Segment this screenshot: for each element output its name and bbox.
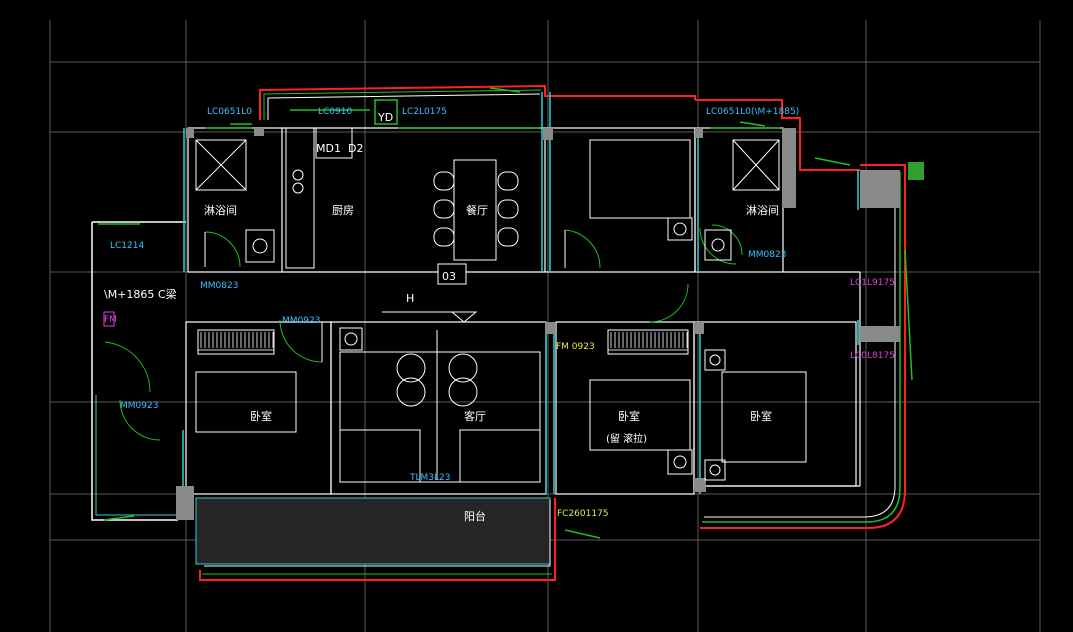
balcony-slab <box>195 497 551 565</box>
room-balcony: 阳台 <box>464 509 486 523</box>
furniture <box>195 127 807 483</box>
tag-yd: YD <box>377 111 393 124</box>
label-lc-entry: LC1214 <box>110 241 144 251</box>
doors <box>104 224 743 441</box>
room-bedroom-right: 卧室 <box>750 409 772 423</box>
label-lc-kitchen: LC0910 <box>318 107 352 117</box>
wardrobe <box>607 329 689 351</box>
wardrobe-hatch <box>197 329 689 351</box>
label-mm-bath-left: MM0823 <box>200 281 238 291</box>
room-bath-left: 淋浴间 <box>204 204 237 217</box>
room-bedroom-mid-note: (留 滚拉) <box>606 432 647 445</box>
label-mag-small: FM <box>104 315 117 325</box>
label-fc: FC2601175 <box>557 509 609 519</box>
label-lc-dining: LC2L0175 <box>402 107 447 117</box>
wardrobe <box>197 329 275 351</box>
tag-axis: H <box>406 292 414 305</box>
tag-zone: 03 <box>442 270 456 283</box>
window-labels: LC0651L0 LC0910 LC2L0175 LC0651L0(\M+188… <box>103 107 895 519</box>
label-mm-bath-right: MM0823 <box>748 250 786 260</box>
room-dining: 餐厅 <box>466 203 488 217</box>
label-mm-entry: MM0923 <box>120 401 158 411</box>
cyan-wall-accents <box>182 92 859 494</box>
room-living: 客厅 <box>464 409 486 423</box>
tag-d2: D2 <box>348 142 363 155</box>
room-bedroom-mid: 卧室 <box>618 409 640 423</box>
label-mm-bed-left: MM0923 <box>282 316 320 326</box>
room-kitchen: 厨房 <box>332 204 354 217</box>
outer-walls <box>91 84 906 581</box>
label-tlm: TLM3L23 <box>409 473 450 483</box>
room-labels: 淋浴间 厨房 餐厅 淋浴间 卧室 客厅 卧室 (留 滚拉) 卧室 阳台 <box>204 203 779 523</box>
tag-entry-note: \M+1865 C梁 <box>104 287 177 301</box>
tags: MD1 D2 YD 03 H \M+1865 C梁 <box>104 99 456 305</box>
wall-columns <box>176 128 924 520</box>
label-fm: FM 0923 <box>556 342 595 352</box>
label-lc-right: LC0651L0(\M+1885) <box>706 107 799 117</box>
room-bedroom-left: 卧室 <box>250 409 272 423</box>
tag-md1: MD1 <box>316 142 341 155</box>
label-lc-mag2: LC0L8175 <box>850 351 895 361</box>
label-lc-mag1: LC1L9175 <box>850 278 895 288</box>
windows <box>98 87 913 539</box>
inner-walls <box>185 127 861 495</box>
room-bath-right: 淋浴间 <box>746 204 779 217</box>
label-lc-bath-left: LC0651L0 <box>207 107 252 117</box>
